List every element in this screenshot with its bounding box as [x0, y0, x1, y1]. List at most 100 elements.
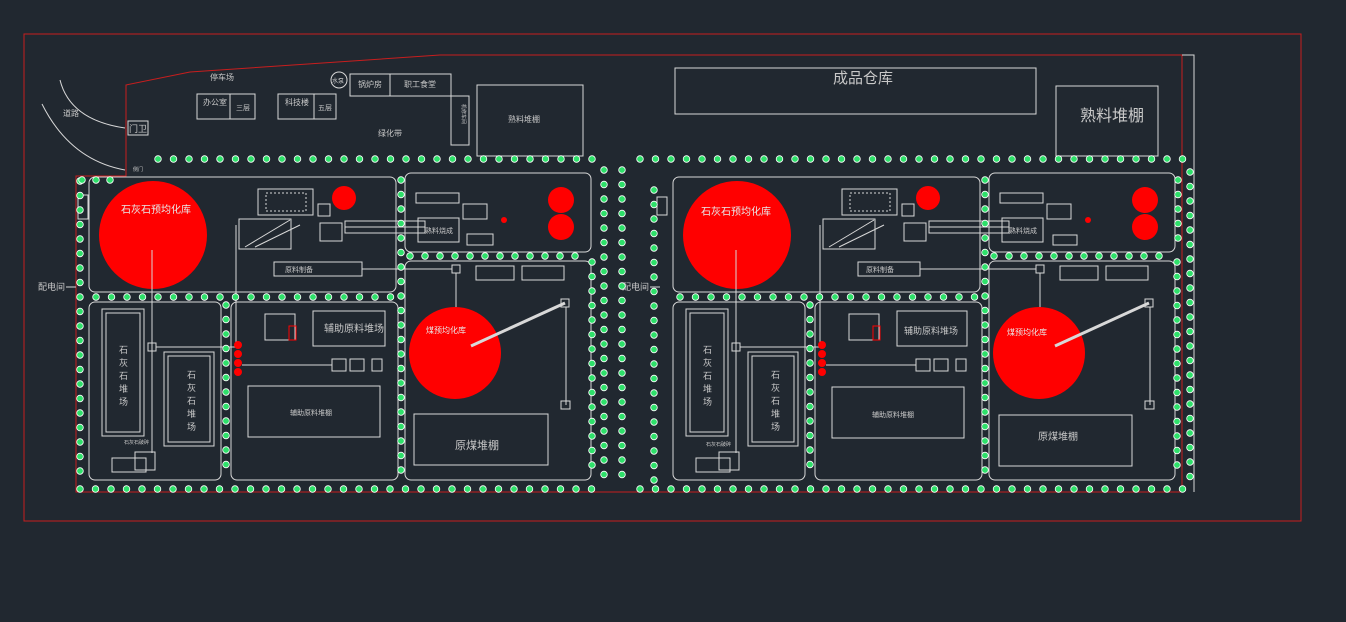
power-room-right-label: 配电间: [622, 281, 649, 293]
tree: [123, 293, 131, 301]
limestone-yard-1-label: 石灰石堆场: [117, 345, 128, 410]
limestone-yard-2: [163, 351, 215, 447]
tree: [1186, 458, 1194, 466]
gate-label: 门卫: [129, 123, 147, 135]
tree: [370, 485, 379, 493]
tree: [481, 252, 489, 260]
tree: [397, 422, 405, 431]
feed-hopper-3: [234, 359, 242, 367]
aux-conveyor-box-2: [349, 358, 365, 372]
tree: [618, 311, 626, 319]
tree: [651, 485, 660, 493]
aux-material-yard-label: 辅助原料堆场: [904, 325, 958, 337]
tree: [556, 252, 564, 260]
crusher-label: 石灰石破碎: [124, 439, 149, 446]
tree: [231, 155, 240, 163]
tree: [185, 155, 193, 163]
drawing-frame: [23, 33, 1302, 522]
tree: [650, 476, 658, 484]
tree: [397, 451, 405, 460]
tree: [650, 374, 658, 383]
tree: [200, 485, 208, 493]
tree: [1070, 485, 1078, 493]
tree: [397, 205, 405, 213]
tree: [908, 293, 917, 301]
office-floors-label: 三层: [236, 104, 250, 112]
tree: [650, 215, 658, 223]
aux-material-yard-label: 辅助原料堆场: [324, 322, 384, 335]
tree: [981, 335, 989, 344]
tree: [76, 467, 84, 475]
tree: [868, 485, 877, 493]
tree: [1173, 417, 1181, 426]
tree: [698, 485, 706, 493]
tree: [222, 301, 230, 309]
material-building: [277, 93, 337, 120]
tree: [397, 190, 405, 199]
tree: [600, 369, 608, 377]
kiln-aux-box: [466, 233, 494, 246]
tree: [92, 176, 100, 184]
tree: [618, 456, 626, 464]
tree: [496, 252, 504, 260]
tree: [806, 485, 815, 493]
tree: [744, 485, 753, 493]
tree: [729, 485, 737, 493]
tree: [122, 485, 131, 493]
tree: [981, 350, 989, 358]
green-belt-label: 绿化带: [378, 128, 402, 138]
tree: [744, 155, 753, 163]
aux-material-shed-label: 辅助原料堆棚: [290, 408, 332, 417]
tree: [1173, 446, 1181, 455]
tree: [510, 485, 518, 493]
tree: [1132, 485, 1140, 493]
crusher-inner: [134, 451, 156, 471]
tree: [682, 485, 691, 493]
tree: [588, 359, 596, 368]
tree: [618, 267, 626, 276]
tree: [868, 155, 877, 163]
tree: [511, 252, 519, 260]
tree: [784, 293, 793, 301]
tree: [76, 322, 84, 330]
narrow-building-label: 机修车间: [460, 104, 467, 124]
tree: [169, 293, 178, 301]
tree: [397, 219, 405, 228]
tree: [981, 219, 989, 228]
tree: [618, 224, 626, 232]
tree: [1173, 388, 1181, 397]
production-block-right: 石灰石预均化库 煤预均化库 熟料烧成 原料制备: [656, 172, 1176, 481]
tree: [371, 293, 379, 301]
tree: [1173, 272, 1181, 281]
tree: [650, 287, 658, 296]
canteen-label: 职工食堂: [404, 79, 436, 89]
limestone-silo-label: 石灰石预均化库: [121, 203, 191, 216]
tree: [650, 403, 658, 412]
tree: [600, 412, 608, 421]
tree: [707, 293, 715, 301]
tree: [556, 485, 565, 493]
tree: [651, 155, 660, 163]
tree: [185, 293, 193, 301]
tree: [588, 403, 596, 411]
tree: [667, 155, 675, 163]
tree: [822, 485, 830, 493]
tree: [946, 485, 954, 493]
tree: [618, 166, 626, 174]
kiln-top-box: [415, 192, 460, 204]
preheater-cyclone-1: [1132, 187, 1158, 213]
boiler-label: 锅炉房: [358, 79, 382, 89]
tree: [417, 155, 426, 163]
tree: [650, 360, 658, 368]
tree: [981, 422, 989, 431]
tree: [1163, 155, 1171, 163]
coal-stacker-head: [1144, 298, 1154, 308]
dust-collector: [1085, 217, 1091, 223]
water-pump: [330, 71, 348, 89]
tree: [1174, 190, 1182, 199]
preheater-cyclone-2: [1132, 214, 1158, 240]
tree: [981, 248, 989, 257]
limestone-yard-3-label: 石灰石堆场: [701, 345, 712, 410]
tree: [76, 336, 84, 345]
tree: [436, 252, 444, 260]
